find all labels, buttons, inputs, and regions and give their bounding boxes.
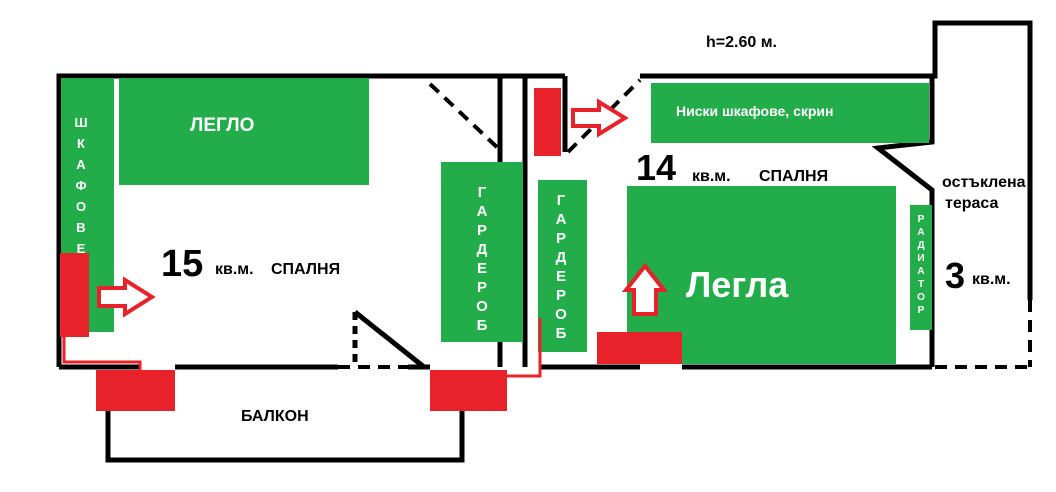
furniture — [61, 78, 932, 364]
heater-room2-bottom — [597, 332, 682, 364]
bed-label-room1: ЛЕГЛО — [190, 115, 254, 136]
low-cabinets-label: Ниски шкафове, скрин — [676, 103, 833, 119]
heater-pipe — [62, 337, 142, 372]
heater-markers — [60, 88, 682, 411]
heater-pipe-2 — [505, 318, 542, 378]
terrace-area-unit: кв.м. — [972, 271, 1011, 288]
room1-area-number: 15 — [161, 243, 203, 285]
beds-label-room2: Легла — [686, 264, 789, 305]
height-note: h=2.60 м. — [706, 34, 777, 51]
room1-name: СПАЛНЯ — [271, 261, 340, 278]
heater-balcony-left — [96, 370, 175, 411]
heater-left — [60, 253, 89, 337]
terrace-wall — [932, 20, 1033, 300]
room2-area-number: 14 — [636, 147, 676, 188]
heater-partition — [534, 88, 561, 156]
radiator-block — [910, 205, 932, 330]
low-cabinets-block — [651, 83, 929, 143]
heater-balcony-right — [430, 370, 507, 411]
terrace-area-number: 3 — [945, 255, 965, 296]
terrace-line2: тераса — [945, 195, 999, 212]
entry-arrows — [97, 98, 669, 318]
balcony-outline — [105, 405, 465, 463]
wardrobe-block-room1 — [441, 162, 523, 342]
wardrobe-block-room2 — [538, 180, 587, 352]
room1-area-unit: кв.м. — [215, 261, 254, 278]
room1-wall-left — [56, 73, 420, 367]
room2-area-unit: кв.м. — [692, 168, 731, 185]
arrow-room1-icon — [97, 276, 156, 318]
arrow-room2-up-icon — [621, 262, 669, 316]
bed-block-room1 — [119, 78, 369, 185]
balcony-label: БАЛКОН — [241, 408, 309, 425]
room2-name: СПАЛНЯ — [759, 168, 828, 185]
arrow-room2-top-icon — [571, 98, 629, 138]
terrace-line1: остъклена — [942, 174, 1026, 191]
